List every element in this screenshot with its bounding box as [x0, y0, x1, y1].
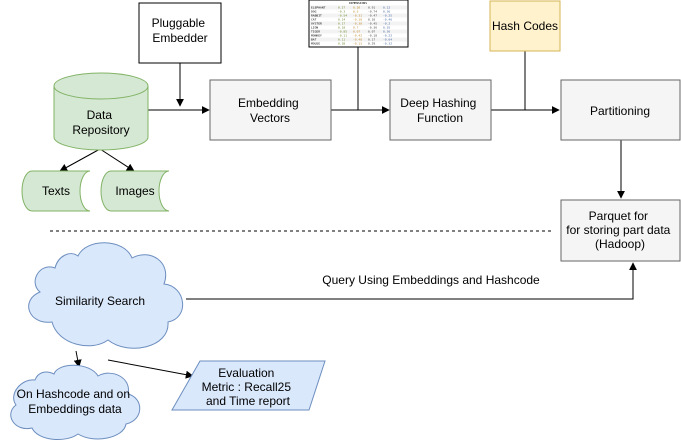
- table-row: [310, 9, 407, 14]
- table-cell: -0.13: [353, 42, 362, 46]
- table-cell: 0.11: [338, 38, 345, 42]
- svg-text:Pluggable Embedder: Pluggable Embedder: [152, 16, 209, 45]
- table-cell: -0.31: [353, 14, 362, 18]
- table-cell: 0.28: [338, 42, 345, 46]
- table-cell: -0.2: [383, 22, 390, 26]
- edge-search-to-hashcode-data: [73, 350, 82, 368]
- edges: [59, 46, 637, 379]
- table-row: [310, 29, 407, 34]
- table-cell: -0.18: [368, 34, 377, 38]
- table-cell: -0.74: [368, 10, 377, 14]
- table-row-label: RABBIT: [311, 14, 322, 18]
- table-row-label: DOG: [311, 10, 317, 14]
- table-cell: -0.18: [353, 18, 362, 22]
- table-row-label: MONKEY: [311, 34, 322, 38]
- table-row-label: MOUSE: [311, 42, 320, 46]
- table-row-label: CAT: [311, 18, 317, 22]
- table-cell: 0.36: [383, 30, 390, 34]
- texts-node[interactable]: Texts: [21, 170, 91, 212]
- table-cell: -0.36: [368, 26, 377, 30]
- table-row: [310, 17, 407, 22]
- table-cell: 0.17: [368, 38, 375, 42]
- table-row: [310, 21, 407, 26]
- table-cell: 0.91: [368, 6, 375, 10]
- table-row: [310, 41, 407, 46]
- table-cell: 0.17: [338, 22, 345, 26]
- svg-text:Images: Images: [115, 184, 154, 198]
- svg-text:Partitioning: Partitioning: [590, 104, 650, 118]
- edge-query-to-parquet: [186, 262, 637, 300]
- table-cell: 0.12: [383, 6, 390, 10]
- table-cell: -0.32: [383, 42, 392, 46]
- table-cell: -0.64: [383, 38, 392, 42]
- table-cell: -0.22: [383, 34, 392, 38]
- table-cell: 0.07: [368, 30, 375, 34]
- similarity-search-node[interactable]: Similarity Search: [28, 242, 184, 349]
- table-cell: -0.47: [368, 14, 377, 18]
- table-cell: 0.20: [353, 6, 360, 10]
- svg-text:Parquet for for storing: Parquet for for storing part data (Hadoo…: [566, 209, 673, 251]
- table-cell: 0.18: [338, 26, 345, 30]
- table-cell: 0.27: [338, 6, 345, 10]
- table-row: [310, 5, 407, 10]
- svg-text:Hash Codes: Hash Codes: [492, 19, 558, 33]
- edge-search-to-evaluation: [107, 359, 194, 379]
- table-cell: -0.3: [338, 10, 345, 14]
- svg-text:Data Repository: Data Repository: [72, 108, 129, 137]
- table-cell: -0.45: [368, 22, 377, 26]
- images-node[interactable]: Images: [100, 170, 170, 212]
- table-cell: 0.7: [353, 26, 359, 30]
- table-row-label: OYSTER: [311, 22, 322, 26]
- svg-text:Embedding Vectors: Embedding Vectors: [238, 96, 302, 125]
- hashcode-embeddings-data-node[interactable]: On Hashcode and on Embeddings data: [10, 364, 141, 440]
- svg-text:Similarity Search: Similarity Search: [55, 294, 145, 308]
- table-cell: 0.10: [368, 18, 375, 22]
- svg-text:Deep Hashing Function: Deep Hashing Function: [400, 96, 479, 125]
- edge-repo-to-texts: [59, 148, 101, 172]
- svg-text:Texts: Texts: [42, 184, 70, 198]
- table-cell: -0.85: [338, 30, 347, 34]
- parquet-node[interactable]: Parquet for for storing part data (Hadoo…: [560, 199, 681, 262]
- svg-text:Evaluation Metric : Reca: Evaluation Metric : Recall25 and Time re…: [202, 366, 295, 408]
- table-row-label: LION: [311, 26, 318, 30]
- table-cell: 0.5: [353, 10, 359, 14]
- table-cell: 0.29: [368, 42, 375, 46]
- table-cell: 0.35: [383, 26, 390, 30]
- table-row: [310, 25, 407, 30]
- edge-repo-to-images: [99, 148, 135, 172]
- table-row: [310, 13, 407, 18]
- deep-hashing-function-node[interactable]: Deep Hashing Function: [389, 79, 492, 141]
- embedding-vectors-node[interactable]: Embedding Vectors: [209, 79, 332, 141]
- table-cell: -0.48: [353, 38, 362, 42]
- table-cell: 0.14: [338, 18, 345, 22]
- evaluation-node[interactable]: Evaluation Metric : Recall25 and Time re…: [171, 360, 326, 411]
- table-cell: -0.25: [383, 14, 392, 18]
- table-cell: -0.54: [338, 14, 347, 18]
- svg-text:On Hashcode and on Embed: On Hashcode and on Embeddings data: [17, 387, 134, 416]
- table-cell: -0.38: [353, 22, 362, 26]
- table-cell: 0.07: [353, 30, 360, 34]
- table-row-label: ELEPHANT: [311, 6, 326, 10]
- table-row-label: BAT: [311, 38, 317, 42]
- embedding-table-header: DIMENSIONS: [349, 1, 367, 5]
- table-cell: -0.46: [383, 18, 392, 22]
- pluggable-embedder-node[interactable]: Pluggable Embedder: [138, 2, 222, 64]
- table-cell: 0.36: [383, 10, 390, 14]
- partitioning-node[interactable]: Partitioning: [560, 79, 681, 141]
- table-row-label: TIGER: [311, 30, 320, 34]
- table-cell: -0.42: [353, 34, 362, 38]
- table-row: [310, 33, 407, 38]
- hash-codes-node[interactable]: Hash Codes: [489, 0, 561, 52]
- data-repository-node[interactable]: Data Repository: [53, 72, 149, 151]
- query-edge-label: Query Using Embeddings and Hashcode: [322, 273, 540, 287]
- table-row: [310, 37, 407, 42]
- table-cell: -0.11: [338, 34, 347, 38]
